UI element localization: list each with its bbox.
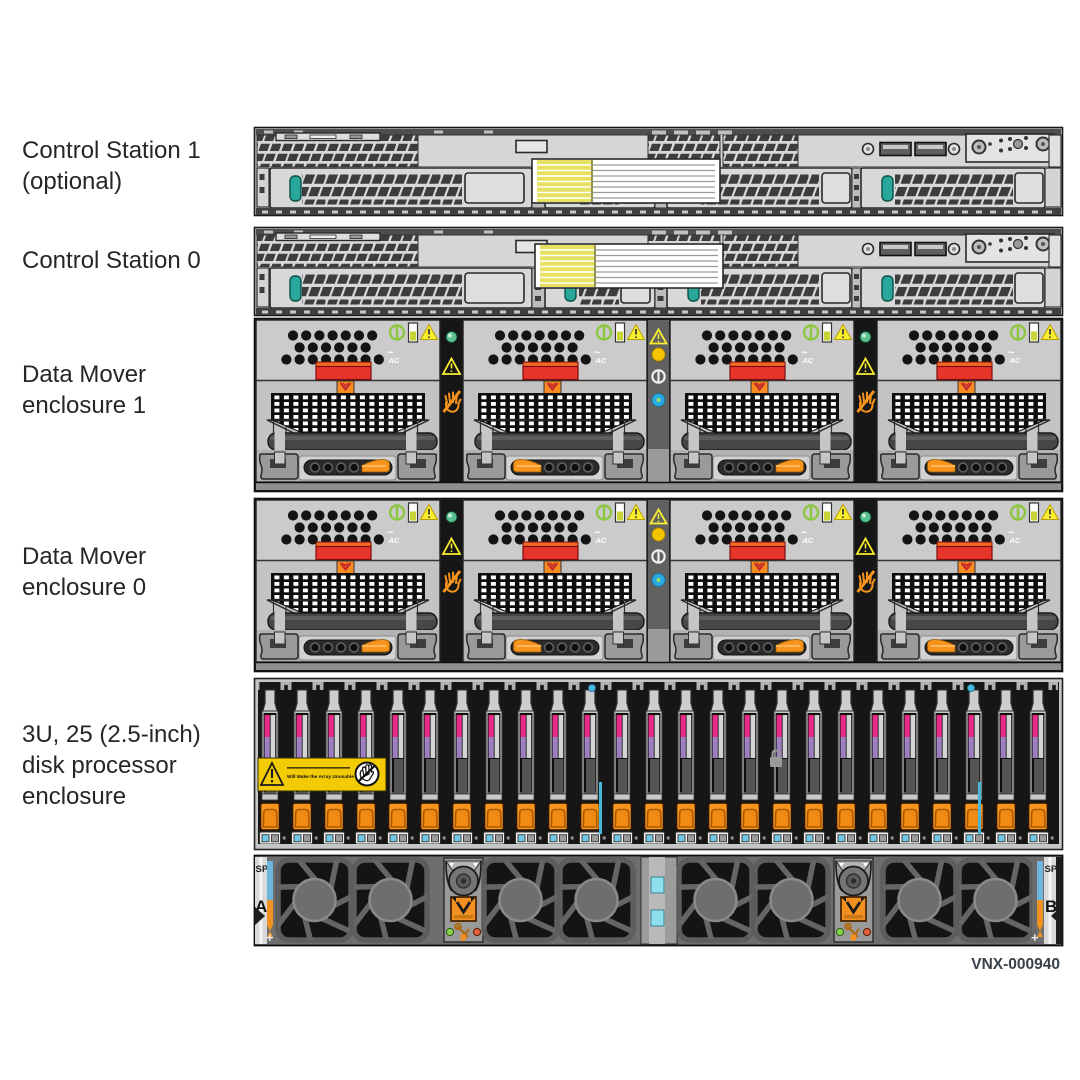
svg-text:enclosure 0: enclosure 0 — [22, 574, 146, 601]
svg-text:Data Mover: Data Mover — [22, 543, 146, 570]
svg-text:Control Station 1: Control Station 1 — [22, 137, 201, 164]
svg-text:Control Station 0: Control Station 0 — [22, 247, 201, 274]
svg-text:enclosure 1: enclosure 1 — [22, 392, 146, 419]
svg-text:VNX-000940: VNX-000940 — [971, 956, 1060, 973]
svg-text:disk processor: disk processor — [22, 752, 177, 779]
svg-text:Data Mover: Data Mover — [22, 361, 146, 388]
svg-text:(optional): (optional) — [22, 168, 122, 195]
svg-text:enclosure: enclosure — [22, 783, 126, 810]
svg-text:3U, 25 (2.5-inch): 3U, 25 (2.5-inch) — [22, 721, 201, 748]
